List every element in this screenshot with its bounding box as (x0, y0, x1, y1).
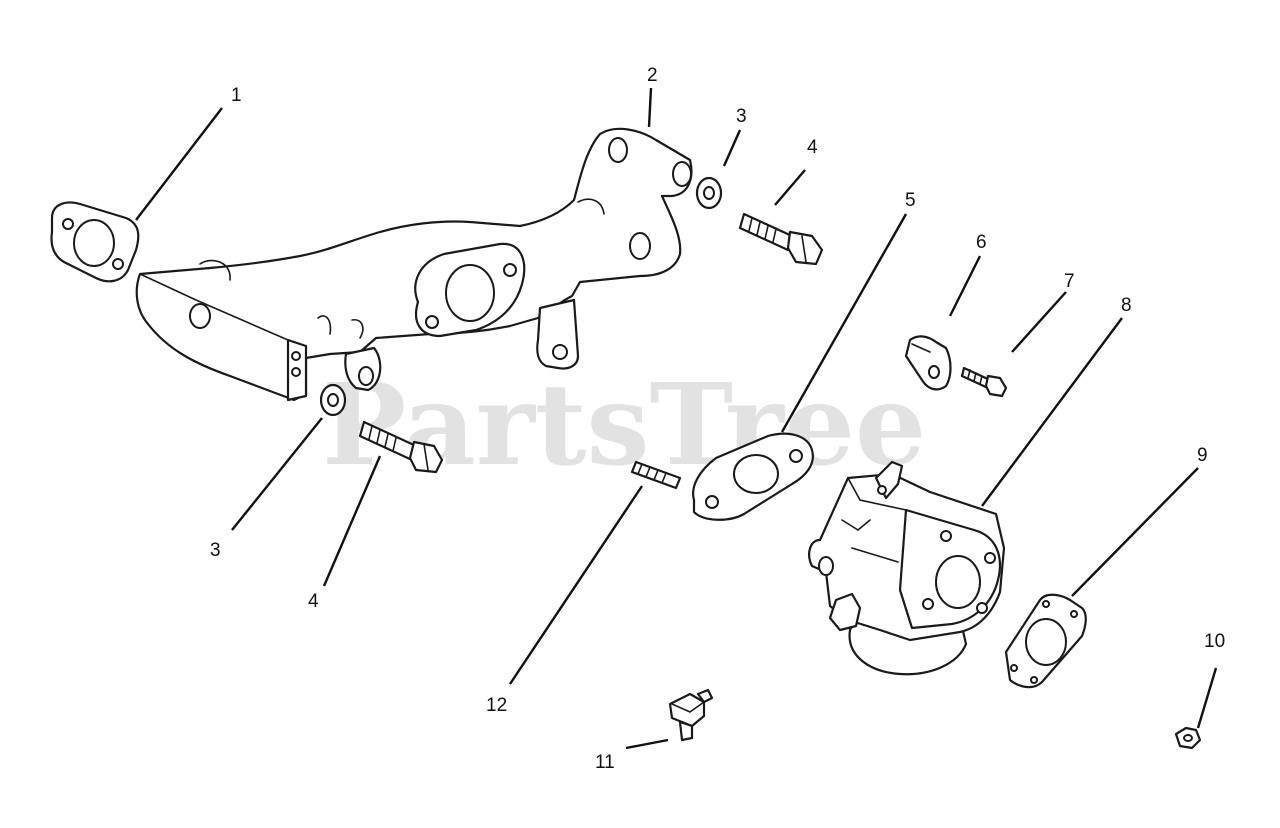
callout-12: 12 (486, 695, 507, 716)
watermark: PartsTree (322, 360, 926, 491)
part-10-nut (1174, 726, 1202, 750)
leader-7 (1011, 291, 1067, 353)
leader-5 (780, 213, 908, 433)
leader-10 (1196, 667, 1218, 729)
callout-3-upper: 3 (736, 106, 747, 127)
callout-4-lower: 4 (308, 591, 319, 612)
leader-12 (509, 485, 643, 685)
part-8-carburetor (808, 460, 1006, 676)
part-9-gasket (1004, 593, 1087, 689)
part-5-gasket (692, 432, 814, 521)
callout-labels: 1 2 3 4 5 6 7 8 9 10 11 12 3 4 (210, 65, 1225, 773)
leader-6 (948, 255, 982, 317)
callout-8: 8 (1121, 295, 1132, 316)
leader-1 (135, 107, 223, 221)
callout-5: 5 (905, 190, 916, 211)
part-2-intake-manifold (135, 127, 693, 402)
callout-2: 2 (647, 65, 658, 86)
leader-8 (981, 317, 1123, 507)
part-11-elbow-fitting (668, 688, 714, 742)
leader-9 (1071, 467, 1199, 597)
part-4-bolt-lower (358, 420, 444, 474)
leader-4-upper (774, 169, 806, 206)
leader-4-lower (322, 455, 382, 587)
callout-7: 7 (1064, 271, 1075, 292)
part-1-gasket (50, 201, 140, 283)
part-12-dowel-pin (630, 460, 682, 490)
callout-4-upper: 4 (807, 137, 818, 158)
part-3-washer-upper (695, 176, 723, 210)
leader-3-lower (231, 417, 323, 531)
leader-lines (135, 87, 1218, 750)
callout-11: 11 (595, 752, 615, 773)
part-4-bolt-upper (738, 212, 824, 266)
leader-3-upper (722, 129, 742, 167)
callout-3-lower: 3 (210, 540, 221, 561)
leader-11 (625, 738, 669, 750)
part-3-washer-lower (319, 383, 347, 417)
callout-1: 1 (231, 85, 242, 106)
callout-10: 10 (1204, 631, 1225, 652)
callout-9: 9 (1197, 445, 1208, 466)
callout-6: 6 (976, 232, 987, 253)
part-6-bracket (904, 335, 952, 391)
part-7-screw (960, 366, 1008, 398)
leader-2 (647, 87, 653, 128)
